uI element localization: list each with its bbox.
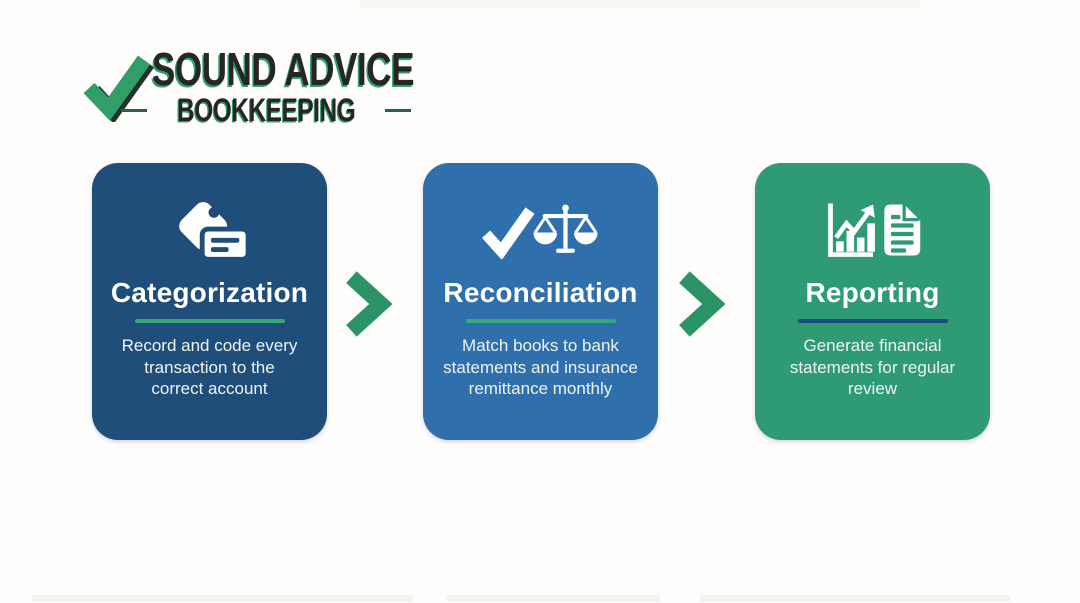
chart-document-icon bbox=[822, 195, 924, 265]
bottom-edge-strip bbox=[32, 595, 413, 602]
step-title: Reporting bbox=[805, 277, 940, 308]
step-divider bbox=[465, 319, 616, 323]
step-card-reporting: Reporting Generate financial statements … bbox=[755, 163, 990, 440]
step-description: Record and code every transaction to the… bbox=[121, 336, 298, 398]
logo-dash-left bbox=[120, 108, 147, 112]
step-title: Categorization bbox=[110, 277, 309, 308]
step-card-categorization: Categorization Record and code every tra… bbox=[92, 163, 327, 440]
bottom-edge-strip bbox=[700, 595, 1010, 602]
tag-card-icon bbox=[168, 195, 252, 265]
checkmark-icon bbox=[83, 55, 155, 122]
step-divider bbox=[134, 319, 285, 323]
logo-line2-row: BOOKKEEPING bbox=[120, 92, 412, 128]
step-divider bbox=[797, 319, 948, 323]
step-card-reconciliation: Reconciliation Match books to bank state… bbox=[423, 163, 658, 440]
step-description: Generate financial statements for regula… bbox=[789, 336, 956, 398]
bottom-edge-strip bbox=[447, 595, 660, 602]
step-title: Reconciliation bbox=[443, 277, 638, 308]
logo-dash-right bbox=[385, 108, 412, 112]
chevron-right-icon bbox=[346, 271, 392, 337]
check-scales-icon bbox=[481, 195, 601, 265]
logo-line2: BOOKKEEPING bbox=[176, 92, 356, 128]
logo: SOUND ADVICE BOOKKEEPING bbox=[82, 46, 497, 126]
top-edge-strip bbox=[360, 0, 920, 8]
logo-text: SOUND ADVICE BOOKKEEPING bbox=[120, 43, 497, 128]
step-description: Match books to bank statements and insur… bbox=[443, 336, 638, 398]
logo-line1: SOUND ADVICE bbox=[152, 43, 415, 95]
chevron-right-icon bbox=[679, 271, 725, 337]
